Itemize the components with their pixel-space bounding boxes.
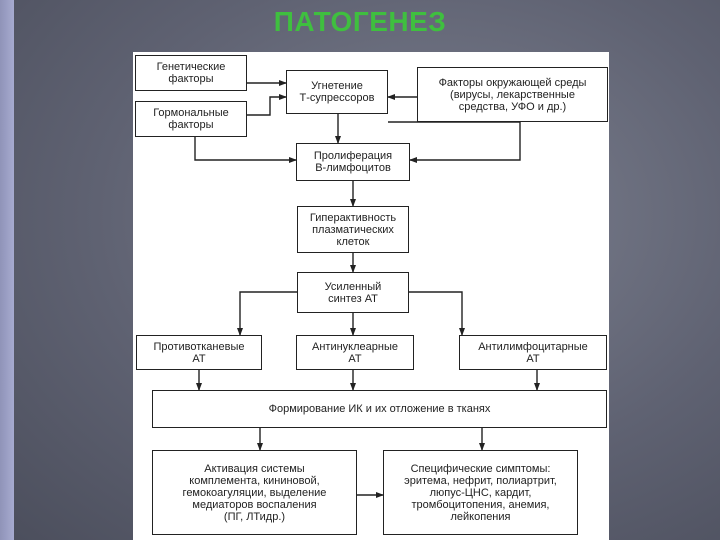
arrow-enhanced-to-antilymph: [409, 291, 465, 336]
arrow-environment-to-proliferation: [388, 121, 521, 163]
box-immune-complex-formation: Формирование ИК и их отложение в тканях: [152, 390, 607, 428]
box-genetic-factors: Генетические факторы: [135, 55, 247, 91]
box-plasma-cell-hyperactivity: Гиперактивность плазматических клеток: [297, 206, 409, 253]
box-environmental-factors: Факторы окружающей среды (вирусы, лекарс…: [417, 67, 608, 122]
box-antitissue-antibodies: Противотканевые АТ: [136, 335, 262, 370]
arrow-hormonal-to-suppression: [247, 94, 287, 116]
box-b-lymphocyte-proliferation: Пролиферация В-лимфоцитов: [296, 143, 410, 181]
box-specific-symptoms: Специфические симптомы: эритема, нефрит,…: [383, 450, 578, 535]
arrow-hormonal-to-proliferation: [194, 137, 297, 163]
slide-title: ПАТОГЕНЕЗ: [273, 6, 447, 37]
box-antilymphocyte-antibodies: Антилимфоцитарные АТ: [459, 335, 607, 370]
box-complement-activation: Активация системы комплемента, кининовой…: [152, 450, 357, 535]
left-accent-strip: [0, 0, 14, 540]
box-enhanced-antibody-synthesis: Усиленный синтез АТ: [297, 272, 409, 313]
box-antinuclear-antibodies: Антинуклеарные АТ: [296, 335, 414, 370]
arrow-enhanced-to-antitissue: [237, 291, 297, 336]
box-t-suppressor-inhibition: Угнетение Т-супрессоров: [286, 70, 388, 114]
box-hormonal-factors: Гормональные факторы: [135, 101, 247, 137]
